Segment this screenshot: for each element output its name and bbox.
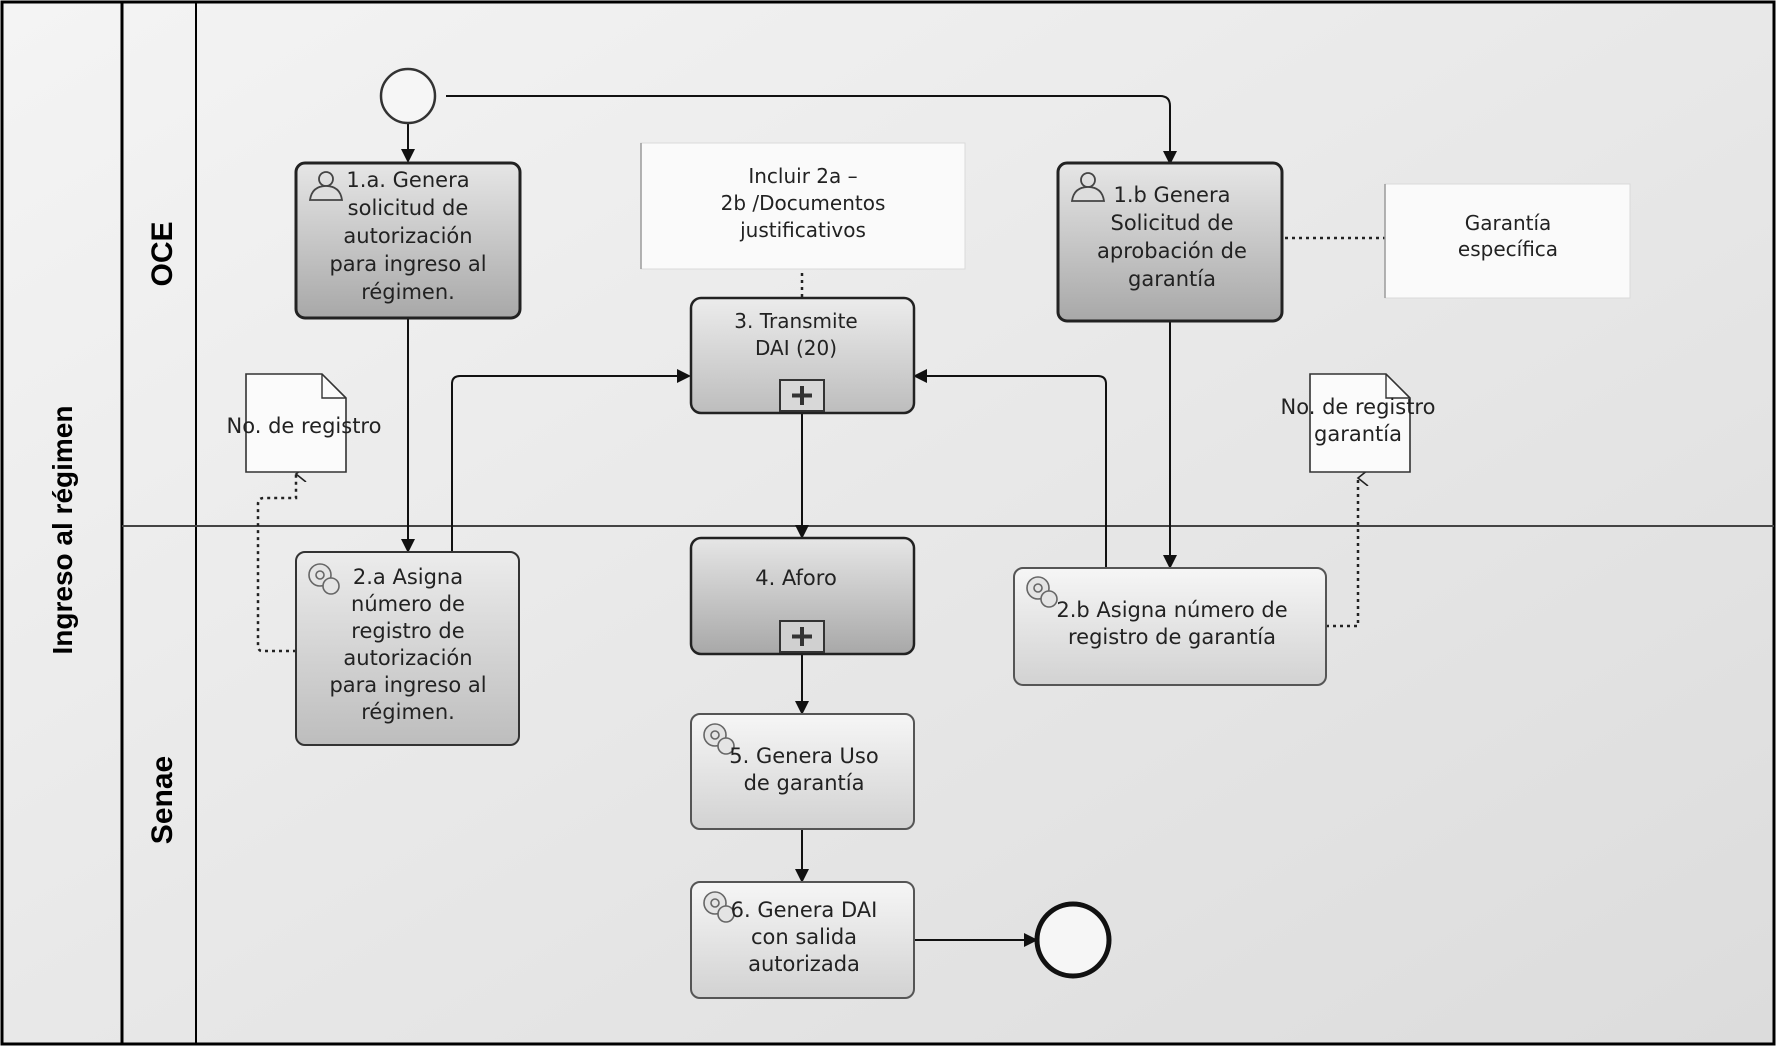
task-2a-line-3: registro de — [351, 619, 464, 643]
task-5-line-1: 5. Genera Uso — [729, 744, 878, 768]
annotation-garantia-line-1: Garantía — [1465, 211, 1552, 235]
annotation-documentos-line-1: Incluir 2a – — [748, 164, 857, 188]
data-object-registro-garantia-line-2: garantía — [1314, 422, 1402, 446]
task-1a-line-5: régimen. — [361, 280, 455, 304]
flow-2b-to-3 — [913, 369, 1107, 568]
task-6-line-3: autorizada — [748, 952, 860, 976]
user-icon — [1070, 172, 1106, 202]
task-2b-line-1: 2.b Asigna número de — [1056, 598, 1287, 622]
end-event[interactable] — [1034, 901, 1112, 979]
task-6-line-1: 6. Genera DAI — [731, 898, 878, 922]
task-1a[interactable]: 1.a. Genera solicitud de autorización pa… — [294, 161, 522, 320]
task-3[interactable]: 3. Transmite DAI (20) — [689, 296, 916, 415]
task-2b[interactable]: 2.b Asigna número de registro de garantí… — [1013, 567, 1327, 686]
task-2a-line-5: para ingreso al — [329, 673, 486, 697]
user-icon — [308, 171, 344, 201]
flow-2a-to-3 — [451, 369, 691, 551]
task-5[interactable]: 5. Genera Uso de garantía — [690, 713, 915, 830]
gear-icon — [703, 723, 735, 755]
data-object-registro: No. de registro — [227, 373, 382, 473]
task-1b[interactable]: 1.b Genera Solicitud de aprobación de ga… — [1056, 161, 1284, 323]
annotation-documentos-line-3: justificativos — [739, 218, 866, 242]
task-1a-line-1: 1.a. Genera — [346, 168, 469, 192]
task-6-line-2: con salida — [751, 925, 857, 949]
task-3-line-2: DAI (20) — [755, 336, 837, 360]
data-object-registro-label: No. de registro — [227, 414, 382, 438]
task-3-line-1: 3. Transmite — [734, 309, 857, 333]
lane-label-senae: Senae — [146, 756, 179, 844]
lane-label-oce: OCE — [146, 221, 179, 286]
task-4[interactable]: 4. Aforo — [689, 536, 916, 656]
task-4-line-1: 4. Aforo — [755, 566, 837, 590]
task-2a-line-6: régimen. — [361, 700, 455, 724]
pool-label: Ingreso al régimen — [47, 406, 78, 655]
annotation-documentos: Incluir 2a – 2b /Documentos justificativ… — [640, 142, 966, 270]
task-2a-line-1: 2.a Asigna — [353, 565, 463, 589]
task-1a-line-3: autorización — [343, 224, 472, 248]
subprocess-marker-icon — [779, 379, 825, 412]
data-object-registro-garantia-line-1: No. de registro — [1281, 395, 1436, 419]
gear-icon — [308, 563, 340, 595]
task-2a-line-2: número de — [351, 592, 465, 616]
task-1b-line-2: Solicitud de — [1110, 211, 1233, 235]
gear-icon — [1026, 576, 1058, 608]
task-1b-line-4: garantía — [1128, 267, 1216, 291]
gear-icon — [703, 891, 735, 923]
subprocess-marker-icon — [779, 620, 825, 653]
task-2a[interactable]: 2.a Asigna número de registro de autoriz… — [295, 551, 520, 746]
task-1a-line-2: solicitud de — [348, 196, 469, 220]
annotation-garantia: Garantía específica — [1384, 183, 1631, 299]
task-1b-line-1: 1.b Genera — [1114, 183, 1231, 207]
task-5-line-2: de garantía — [744, 771, 865, 795]
sequence-flows — [401, 95, 1177, 947]
associations — [256, 236, 1385, 653]
start-event[interactable] — [379, 67, 437, 125]
assoc-2a-to-doc1 — [256, 474, 296, 653]
flow-start-to-1b — [446, 95, 1177, 165]
annotation-garantia-line-2: específica — [1458, 237, 1558, 261]
task-6[interactable]: 6. Genera DAI con salida autorizada — [690, 881, 915, 999]
task-2b-line-2: registro de garantía — [1068, 625, 1276, 649]
data-object-registro-garantia: No. de registro garantía — [1281, 373, 1436, 473]
task-1a-line-4: para ingreso al — [329, 252, 486, 276]
task-1b-line-3: aprobación de — [1097, 239, 1247, 263]
task-2a-line-4: autorización — [343, 646, 472, 670]
annotation-documentos-line-2: 2b /Documentos — [721, 191, 886, 215]
